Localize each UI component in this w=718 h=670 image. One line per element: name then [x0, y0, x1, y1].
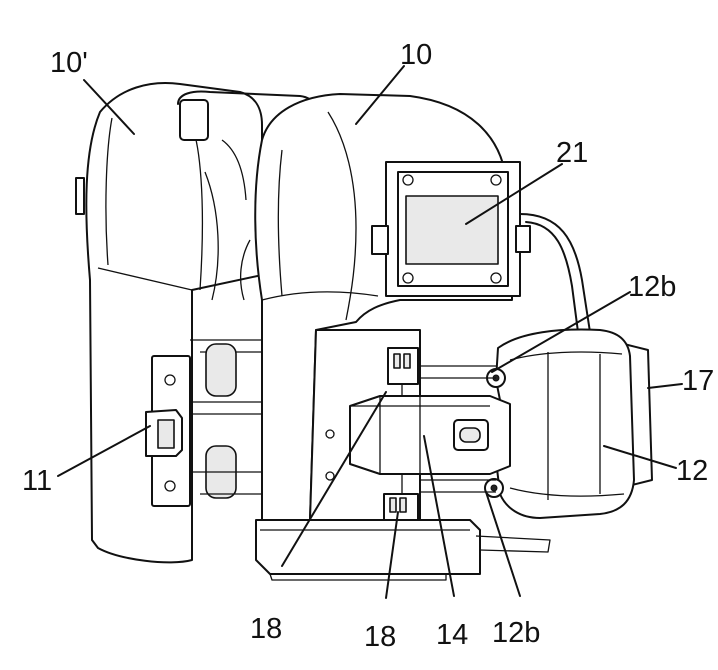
internal-rails	[190, 340, 262, 498]
label-17: 17	[682, 365, 714, 397]
label-12: 12	[676, 455, 708, 487]
label-14: 14	[436, 619, 468, 651]
label-12b-top: 12b	[628, 271, 676, 303]
side-bracket-11	[146, 356, 190, 506]
label-18-left: 18	[250, 613, 282, 645]
label-18-mid: 18	[364, 621, 396, 653]
box-21	[372, 162, 530, 296]
label-21: 21	[556, 137, 588, 169]
label-11: 11	[22, 465, 52, 497]
label-10: 10	[400, 39, 432, 71]
label-10-prime: 10'	[50, 47, 88, 79]
label-12b-bottom: 12b	[492, 617, 540, 649]
